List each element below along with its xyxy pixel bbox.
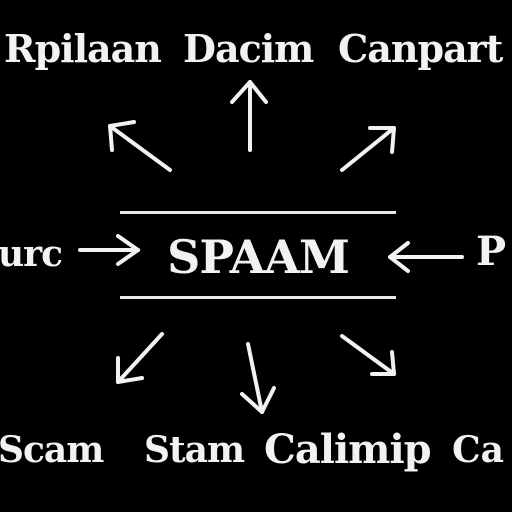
- arrow-down-right: [340, 334, 396, 376]
- arrow-right-into-center: [78, 234, 140, 266]
- label-top-left: Rpilaan: [4, 26, 162, 71]
- label-top-right: Canpart: [338, 26, 503, 71]
- arrow-up: [230, 80, 268, 152]
- arrow-down: [240, 342, 276, 414]
- label-bottom-left: Scam: [0, 429, 104, 471]
- arrow-down-left: [116, 332, 164, 384]
- center-node-label: SPAAM: [167, 230, 350, 284]
- label-bottom-right: Calimip: [264, 426, 432, 473]
- arrow-left-into-center: [388, 241, 464, 273]
- label-bottom-center: Stam: [144, 429, 245, 471]
- label-middle-left: urc: [0, 233, 63, 275]
- center-node: SPAAM: [120, 210, 396, 300]
- center-top-rule: [120, 211, 396, 214]
- label-top-center: Dacim: [183, 26, 314, 71]
- arrow-up-right: [340, 126, 396, 172]
- center-bottom-rule: [120, 296, 396, 299]
- label-middle-right: P: [476, 228, 507, 275]
- arrow-up-left: [108, 120, 172, 172]
- label-bottom-far-right: Ca: [452, 429, 504, 471]
